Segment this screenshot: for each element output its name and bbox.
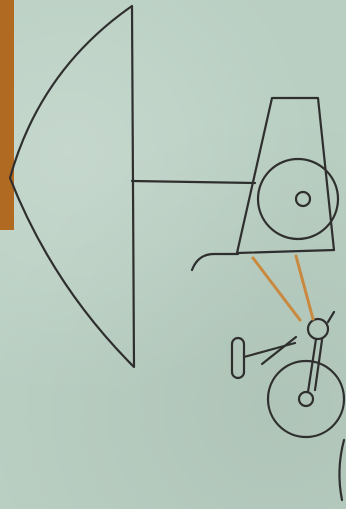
orange-strut-right xyxy=(296,256,313,319)
diagonal-link xyxy=(328,312,334,322)
bottom-hook-stroke xyxy=(339,440,344,500)
tapered-box-shape xyxy=(237,98,334,253)
connecting-rod xyxy=(132,181,255,183)
large-wheel xyxy=(258,159,338,239)
large-arc-shape xyxy=(10,6,134,367)
small-pulley xyxy=(308,319,328,339)
orange-strut-left xyxy=(253,258,300,320)
large-wheel-hub xyxy=(296,192,310,206)
support-bracket xyxy=(192,254,238,270)
small-wheel xyxy=(268,361,344,437)
handle-grip xyxy=(232,338,244,378)
small-wheel-hub xyxy=(299,392,313,406)
